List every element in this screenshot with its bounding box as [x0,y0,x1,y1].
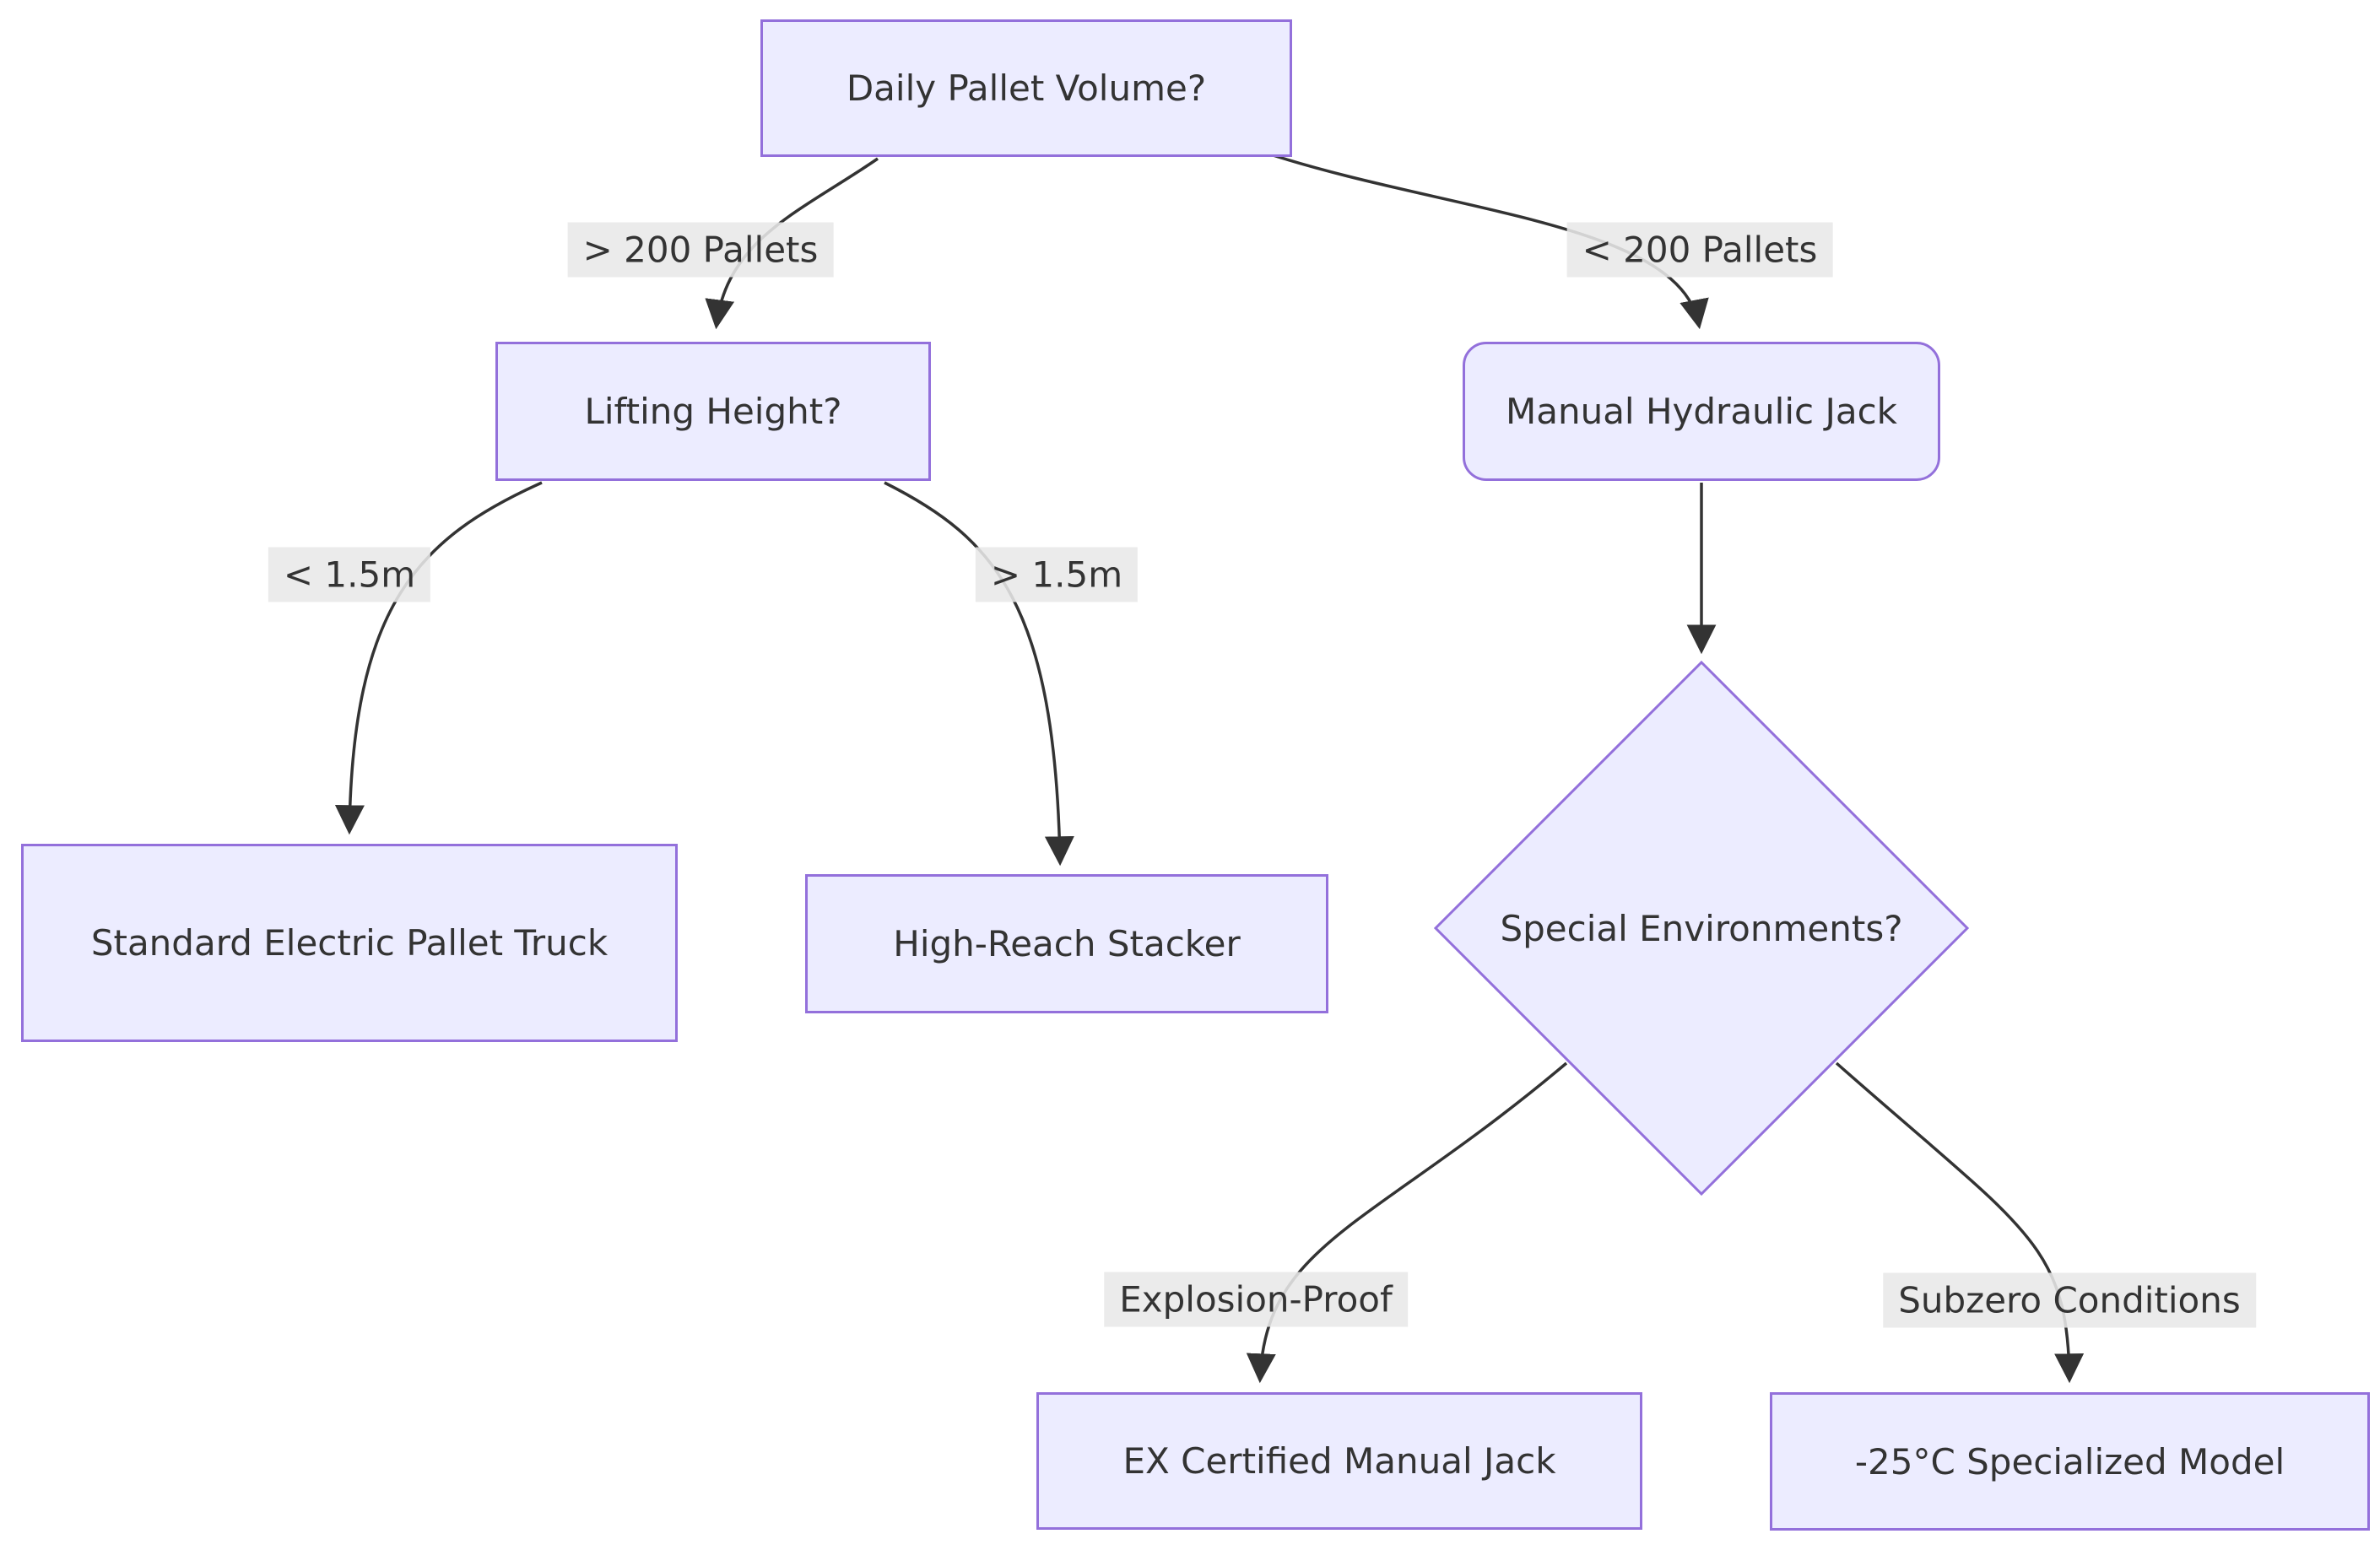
node-special-environments: Special Environments? [1436,844,1967,1013]
node-subzero-specialized-model-label: -25°C Specialized Model [1854,1440,2285,1482]
edge-diamond-to-ex [1246,1061,1568,1384]
node-standard-electric-pallet-truck-label: Standard Electric Pallet Truck [90,922,609,964]
node-high-reach-stacker: High-Reach Stacker [805,874,1328,1013]
node-high-reach-stacker-label: High-Reach Stacker [893,923,1241,964]
node-subzero-specialized-model: -25°C Specialized Model [1770,1392,2370,1531]
node-lifting-height: Lifting Height? [495,342,931,481]
node-standard-electric-pallet-truck: Standard Electric Pallet Truck [21,844,678,1042]
node-manual-hydraulic-jack: Manual Hydraulic Jack [1463,342,1940,481]
node-ex-certified-manual-jack: EX Certified Manual Jack [1036,1392,1642,1530]
edge-diamond-to-subzero [1835,1061,2085,1384]
decision-diamond-shape [1433,660,1970,1196]
edge-lifting-to-highreach [884,481,1074,867]
node-ex-certified-manual-jack-label: EX Certified Manual Jack [1122,1440,1556,1482]
node-daily-pallet-volume-label: Daily Pallet Volume? [846,68,1207,109]
edge-label-gt-1-5m: > 1.5m [975,547,1139,602]
edge-label-lt-200-pallets: < 200 Pallets [1566,222,1833,278]
edge-label-subzero-conditions: Subzero Conditions [1883,1272,2256,1328]
edge-daily-to-jack [1257,149,1709,330]
node-lifting-height-label: Lifting Height? [584,391,842,432]
node-special-environments-label: Special Environments? [1500,907,1903,949]
edge-label-gt-200-pallets: > 200 Pallets [567,222,834,278]
edge-label-lt-1-5m: < 1.5m [268,547,431,602]
edge-lifting-to-standard [334,481,543,835]
node-daily-pallet-volume: Daily Pallet Volume? [760,19,1292,157]
node-manual-hydraulic-jack-label: Manual Hydraulic Jack [1505,391,1897,432]
edge-label-explosion-proof: Explosion-Proof [1104,1272,1408,1327]
